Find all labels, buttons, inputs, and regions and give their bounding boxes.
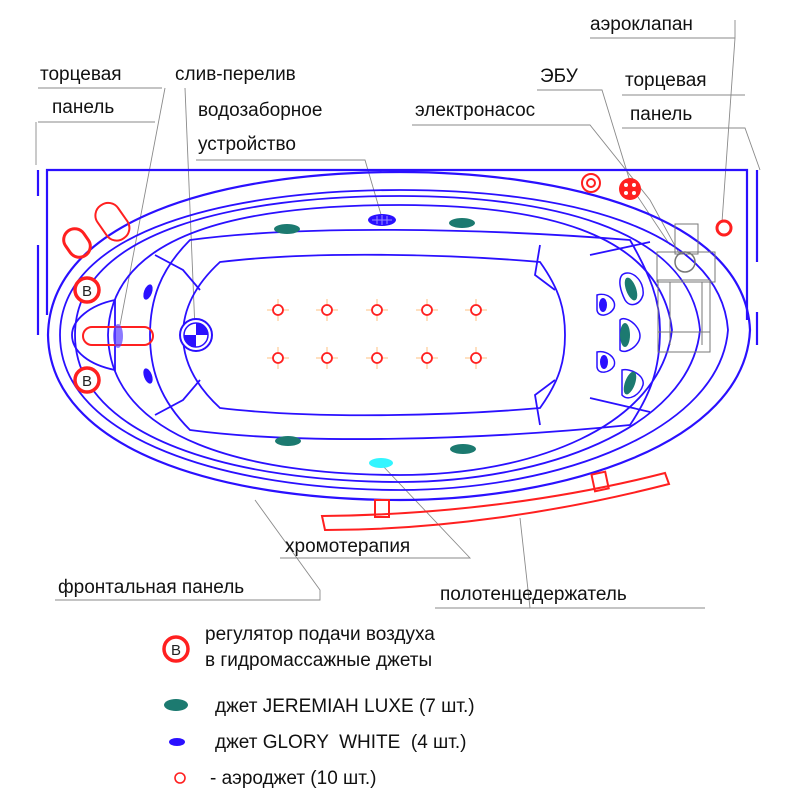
legend-air-regulator-2: в гидромассажные джеты <box>205 650 432 671</box>
water-intake-icon <box>368 214 396 226</box>
label-pump: электронасос <box>415 100 535 121</box>
label-water-intake: водозаборное <box>198 100 322 121</box>
legend-aerojet: - аэроджет (10 шт.) <box>210 768 376 789</box>
legend-aerojet-icon <box>174 772 186 784</box>
legend-jeremiah: джет JEREMIAH LUXE (7 шт.) <box>215 696 475 717</box>
legend-glory: джет GLORY WHITE (4 шт.) <box>215 732 467 753</box>
aerojet-icon <box>465 347 487 369</box>
air-regulator-icon: B <box>73 366 101 394</box>
aerojet-icon <box>366 299 388 321</box>
legend-glory-icon <box>169 738 185 746</box>
aerojet-icon <box>316 347 338 369</box>
aerojets <box>267 299 487 369</box>
label-chromotherapy: хромотерапия <box>285 536 410 557</box>
aerojet-icon <box>416 347 438 369</box>
aerojet-icon <box>267 347 289 369</box>
chromotherapy-light-icon <box>369 458 393 468</box>
deck-frame <box>36 168 759 345</box>
left-fittings <box>62 201 131 259</box>
label-end-panel-left-2: панель <box>52 97 114 118</box>
aerojet-icon <box>316 299 338 321</box>
ecu-icon <box>581 173 601 193</box>
pump-connector-icon <box>619 178 641 200</box>
legend-jeremiah-icon <box>164 699 188 711</box>
overflow-jet-icon <box>113 324 123 348</box>
svg-text:B: B <box>82 283 92 300</box>
svg-text:B: B <box>82 373 92 390</box>
label-water-intake-2: устройство <box>198 134 296 155</box>
aerojet-icon <box>267 299 289 321</box>
aerojet-icon <box>465 299 487 321</box>
towel-holder-icon <box>320 470 671 532</box>
legend: B регулятор подачи воздуха в гидромассаж… <box>162 624 475 789</box>
legend-air-regulator-1: регулятор подачи воздуха <box>205 624 435 645</box>
svg-text:B: B <box>171 642 181 659</box>
label-end-panel-right: торцевая <box>625 70 707 91</box>
jeremiah-jets <box>274 218 644 454</box>
air-valve-icon <box>715 219 733 237</box>
label-front-panel: фронтальная панель <box>58 577 244 598</box>
labels: торцевая панель слив-перелив водозаборно… <box>40 14 707 605</box>
legend-air-regulator-icon: B <box>162 635 190 663</box>
drain-icon <box>179 318 213 352</box>
label-end-panel-right-2: панель <box>630 104 692 125</box>
label-drain-overflow: слив-перелив <box>175 64 296 85</box>
aerojet-icon <box>366 347 388 369</box>
label-air-valve: аэроклапан <box>590 14 693 35</box>
glory-jets <box>143 284 616 384</box>
electric-pump-icon <box>656 223 716 353</box>
leader-lines <box>35 20 761 609</box>
label-ecu: ЭБУ <box>540 66 579 87</box>
air-regulator-icon: B <box>73 276 101 304</box>
label-towel-holder: полотенцедержатель <box>440 584 627 605</box>
label-end-panel-left: торцевая <box>40 64 122 85</box>
aerojet-icon <box>416 299 438 321</box>
